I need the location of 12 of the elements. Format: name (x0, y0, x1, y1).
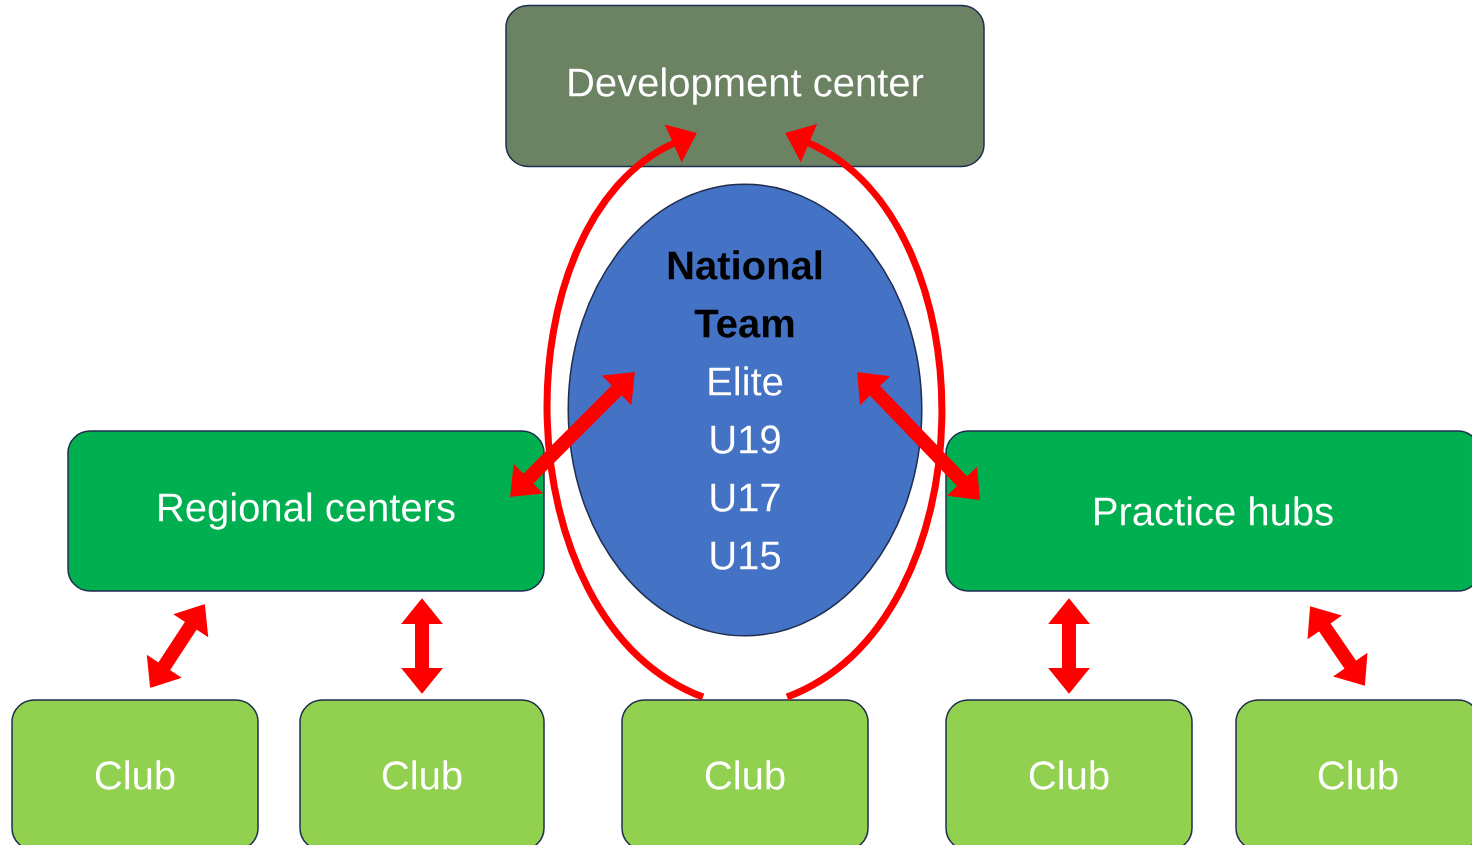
rounded-box: Regional centers (67, 430, 545, 592)
rounded-box: Club (11, 699, 259, 845)
double-arrow (857, 372, 980, 500)
rounded-box: Club (299, 699, 545, 845)
ellipse-node: National Team Elite U19 U17 U15 (567, 183, 923, 637)
rounded-box: Development center (505, 4, 985, 168)
double-arrow (510, 372, 635, 497)
rounded-box: Club (1235, 699, 1472, 845)
curved-arrow (543, 124, 705, 701)
rounded-box: Club (945, 699, 1193, 845)
rounded-box: Practice hubs (945, 430, 1472, 592)
rounded-box: Club (621, 699, 869, 845)
